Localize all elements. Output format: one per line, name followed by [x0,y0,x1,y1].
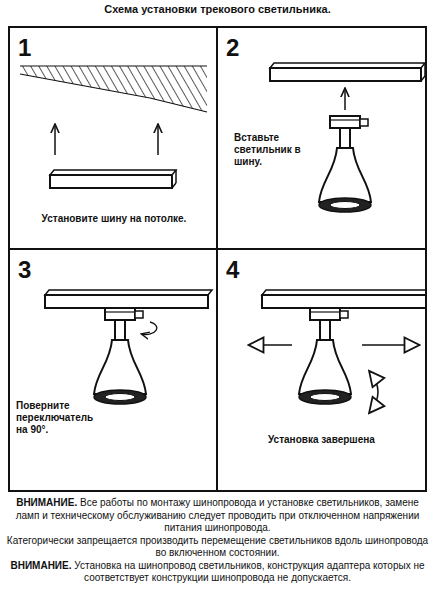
warning-heading: ВНИМАНИЕ. [16,497,77,508]
step-instruction: Установите шину на потолке. [20,213,208,225]
step-instruction: Установка завершена [268,434,418,446]
notes: ВНИМАНИЕ. Все работы по монтажу шинопров… [6,497,429,585]
step-number: 4 [226,258,239,282]
step-number: 1 [18,36,31,60]
warning-paragraph: ВНИМАНИЕ. Все работы по монтажу шинопров… [6,497,429,535]
warning-paragraph: ВНИМАНИЕ. Установка на шинопровод светил… [6,560,429,585]
step-instruction: Поверните переключатель на 90°. [16,400,96,436]
warning-text: Категорически запрещается производить пе… [7,535,428,559]
step-panel: 1Установите шину на потолке. [8,26,218,250]
warning-paragraph: Категорически запрещается производить пе… [6,535,429,560]
step-instruction: Вставьте светильник в шину. [234,132,320,168]
step-panel: 4Установка завершена [216,248,427,492]
warning-text: Установка на шинопровод светильников, ко… [74,560,424,584]
step-panel: 2Вставьте светильник в шину. [216,26,427,250]
warning-heading: ВНИМАНИЕ. [10,560,71,571]
step-number: 3 [18,258,31,282]
step-panel: 3Поверните переключатель на 90°. [8,248,218,492]
title: Схема установки трекового светильника. [0,3,435,15]
step-number: 2 [226,36,239,60]
